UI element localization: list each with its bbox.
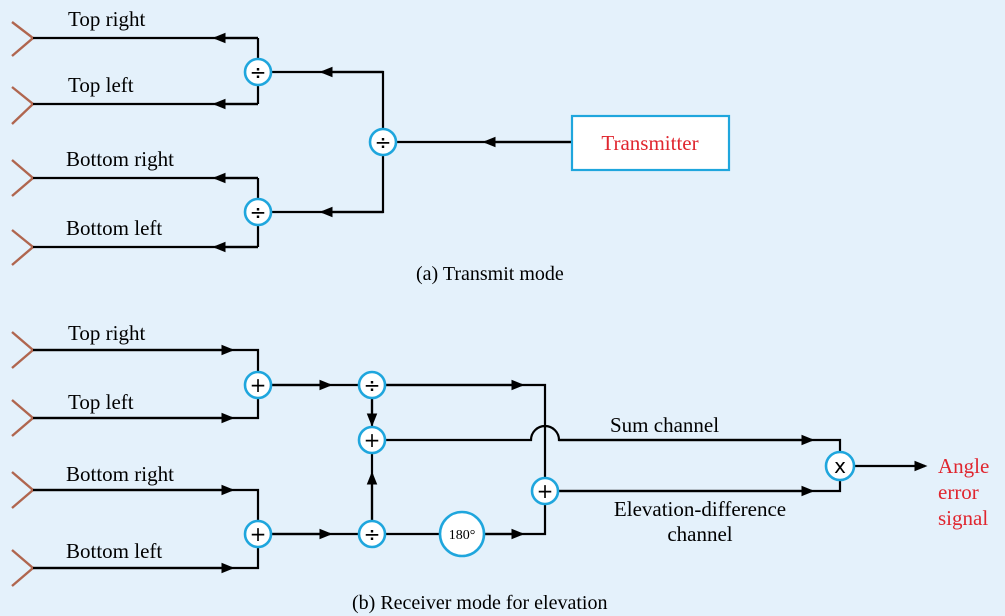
sum-adder-node: + — [357, 425, 387, 455]
feed-line — [33, 398, 260, 420]
svg-text:÷: ÷ — [364, 522, 381, 546]
feed-line — [33, 488, 260, 521]
svg-text:+: + — [250, 373, 267, 397]
label-top-right: Top right — [68, 7, 145, 31]
feed-line — [272, 70, 385, 128]
horn-icon — [11, 471, 35, 509]
transmitter-label: Transmitter — [601, 131, 698, 155]
divider-node-main: ÷ — [368, 127, 398, 157]
label-top-right: Top right — [68, 321, 145, 345]
label-bottom-right: Bottom right — [66, 462, 174, 486]
svg-text:+: + — [250, 522, 267, 546]
divider-node: ÷ — [243, 197, 273, 227]
label-bottom-left: Bottom left — [66, 539, 162, 563]
svg-text:x: x — [834, 454, 846, 478]
svg-text:÷: ÷ — [364, 373, 381, 397]
horn-icon — [11, 399, 35, 437]
horn-icon — [11, 331, 35, 369]
feed-line — [33, 348, 260, 372]
svg-text:+: + — [364, 428, 381, 452]
receive-section: Top right Top left Bottom right Bottom l… — [11, 321, 989, 614]
caption-receive: (b) Receiver mode for elevation — [352, 592, 607, 614]
caption-transmit: (a) Transmit mode — [416, 263, 564, 285]
svg-text:÷: ÷ — [250, 200, 267, 224]
feed-line — [386, 383, 547, 477]
label-top-left: Top left — [68, 390, 134, 414]
label-bottom-left: Bottom left — [66, 216, 162, 240]
difference-channel-label-line2: channel — [667, 522, 732, 546]
difference-channel-line — [559, 480, 842, 493]
output-label-line1: Angle — [938, 454, 989, 478]
svg-text:÷: ÷ — [250, 60, 267, 84]
output-label-line2: error — [938, 480, 979, 504]
output-label-line3: signal — [938, 506, 988, 530]
svg-text:180°: 180° — [449, 528, 476, 543]
feed-line — [484, 505, 547, 536]
sum-channel-label: Sum channel — [610, 413, 719, 437]
horn-icon — [11, 229, 35, 266]
horn-icon — [11, 21, 35, 57]
difference-adder-node: + — [530, 476, 560, 506]
label-top-left: Top left — [68, 73, 134, 97]
adder-node-top: + — [243, 370, 273, 400]
feed-line — [272, 156, 385, 214]
horn-icon — [11, 86, 35, 125]
svg-text:+: + — [537, 479, 554, 503]
adder-node-bottom: + — [243, 519, 273, 549]
horn-icon — [11, 549, 35, 587]
divider-node-bottom: ÷ — [357, 519, 387, 549]
divider-node-top: ÷ — [357, 370, 387, 400]
transmitter-box: Transmitter — [570, 114, 731, 172]
sum-channel-line — [386, 424, 842, 452]
divider-node: ÷ — [243, 57, 273, 87]
svg-text:÷: ÷ — [375, 130, 392, 154]
label-bottom-right: Bottom right — [66, 147, 174, 171]
difference-channel-label-line1: Elevation-difference — [614, 497, 786, 521]
mixer-node: x — [824, 450, 856, 482]
transmit-section: Top right Top left Bottom right Bottom l… — [11, 7, 731, 285]
phase-shifter-node: 180° — [438, 510, 486, 558]
horn-icon — [11, 159, 35, 197]
